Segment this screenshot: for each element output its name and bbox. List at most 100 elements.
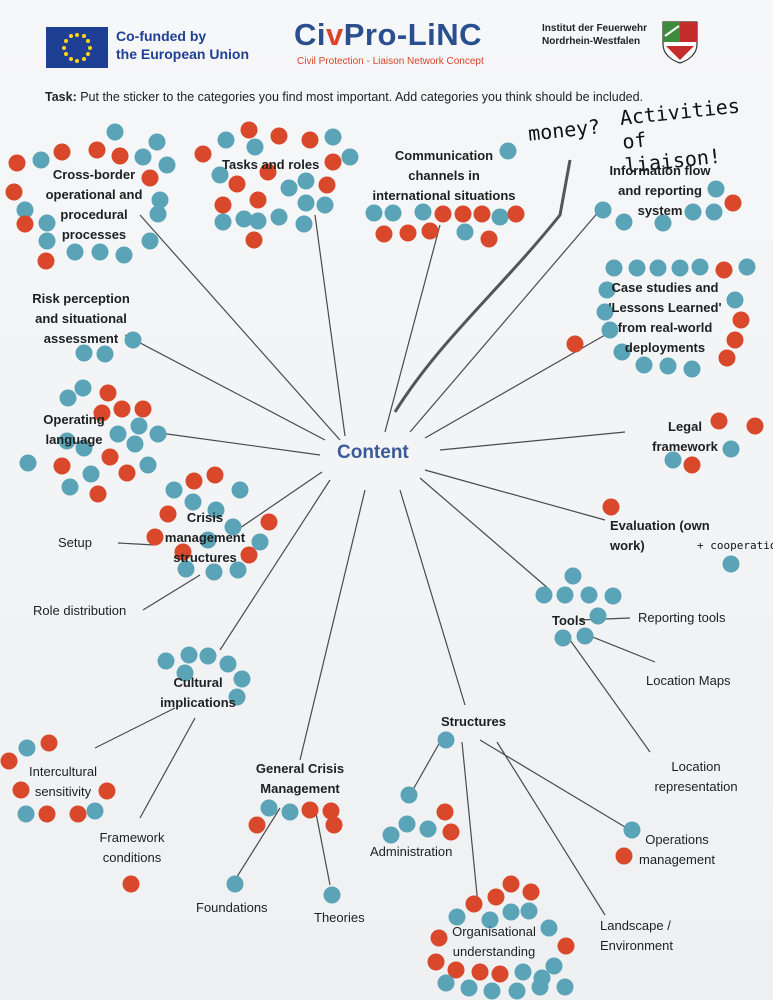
blue-sticker: [180, 646, 198, 664]
blue-sticker: [722, 555, 740, 573]
eu-cofunded-text: Co-funded by the European Union: [116, 28, 249, 62]
intercultural-label: Intercultural sensitivity: [29, 764, 97, 799]
task-label: Task:: [45, 90, 77, 104]
blue-sticker: [605, 259, 623, 277]
blue-sticker: [437, 731, 455, 749]
red-sticker: [248, 816, 266, 834]
blue-sticker: [540, 919, 558, 937]
blue-sticker: [260, 799, 278, 817]
red-sticker: [260, 513, 278, 531]
blue-sticker: [398, 815, 416, 833]
blue-sticker: [91, 243, 109, 261]
blue-sticker: [594, 201, 612, 219]
red-sticker: [98, 782, 116, 800]
blue-sticker: [456, 223, 474, 241]
crisis-mgmt-label: Crisis management structures: [164, 510, 246, 565]
red-sticker: [442, 823, 460, 841]
red-sticker: [101, 448, 119, 466]
blue-sticker: [280, 179, 298, 197]
red-sticker: [436, 803, 454, 821]
red-sticker: [249, 191, 267, 209]
blue-sticker: [499, 142, 517, 160]
eu-star-icon: [68, 34, 73, 39]
blue-sticker: [249, 212, 267, 230]
red-sticker: [746, 417, 764, 435]
red-sticker: [715, 261, 733, 279]
blue-sticker: [75, 439, 93, 457]
blue-sticker: [654, 214, 672, 232]
cross-border-label: Cross-border operational and procedural …: [45, 167, 143, 242]
blue-sticker: [82, 465, 100, 483]
blue-sticker: [233, 670, 251, 688]
blue-sticker: [148, 133, 166, 151]
institute-name: Institut der Feuerwehr Nordrhein-Westfal…: [542, 23, 648, 47]
blue-sticker: [545, 957, 563, 975]
blue-sticker: [184, 493, 202, 511]
center-content-label: Content: [337, 442, 409, 463]
red-sticker: [174, 543, 192, 561]
blue-sticker: [707, 180, 725, 198]
red-sticker: [8, 154, 26, 172]
blue-sticker: [596, 303, 614, 321]
blue-sticker: [109, 425, 127, 443]
blue-sticker: [323, 886, 341, 904]
blue-sticker: [217, 131, 235, 149]
blue-sticker: [228, 688, 246, 706]
red-sticker: [69, 805, 87, 823]
blue-sticker: [437, 974, 455, 992]
red-sticker: [53, 143, 71, 161]
blue-sticker: [613, 343, 631, 361]
blue-sticker: [580, 586, 598, 604]
blue-sticker: [176, 664, 194, 682]
case-studies-label: Case studies and 'Lessons Learned' from …: [608, 280, 722, 355]
blue-sticker: [726, 291, 744, 309]
blue-sticker: [684, 203, 702, 221]
blue-sticker: [589, 607, 607, 625]
operating-language-label: Operating language: [43, 412, 105, 447]
blue-sticker: [211, 166, 229, 184]
blue-sticker: [615, 213, 633, 231]
red-sticker: [88, 141, 106, 159]
blue-sticker: [659, 357, 677, 375]
red-sticker: [318, 176, 336, 194]
blue-sticker: [341, 148, 359, 166]
blue-sticker: [59, 389, 77, 407]
blue-sticker: [502, 903, 520, 921]
eu-star-icon: [86, 52, 91, 56]
red-sticker: [111, 147, 129, 165]
information-flow-label: Information flow and reporting system: [609, 163, 711, 218]
red-sticker: [12, 781, 30, 799]
blue-sticker: [219, 655, 237, 673]
red-sticker: [487, 888, 505, 906]
red-sticker: [53, 457, 71, 475]
organisational-label: Organisational understanding: [452, 924, 536, 959]
eu-star-icon: [81, 34, 86, 39]
blue-sticker: [556, 586, 574, 604]
red-sticker: [602, 498, 620, 516]
red-sticker: [245, 231, 263, 249]
blue-sticker: [130, 417, 148, 435]
logo-part1: Ci: [294, 17, 326, 52]
risk-perception-label: Risk perception and situational assessme…: [32, 291, 130, 346]
eu-star-icon: [63, 52, 68, 56]
blue-sticker: [623, 821, 641, 839]
eu-star-icon: [62, 45, 66, 50]
location-representation-label: Location representation: [654, 759, 738, 794]
blue-sticker: [649, 259, 667, 277]
civprolinc-logo: CivPro-LiNC: [294, 17, 482, 53]
red-sticker: [447, 961, 465, 979]
blue-sticker: [17, 805, 35, 823]
blue-sticker: [224, 518, 242, 536]
evaluation-label: Evaluation (own work): [610, 518, 710, 553]
blue-sticker: [535, 586, 553, 604]
tasks-roles-label: Tasks and roles: [222, 157, 320, 172]
red-sticker: [16, 215, 34, 233]
blue-sticker: [158, 156, 176, 174]
eu-star-icon: [75, 32, 79, 37]
red-sticker: [325, 816, 343, 834]
eu-star-icon: [68, 56, 73, 61]
blue-sticker: [514, 963, 532, 981]
red-sticker: [726, 331, 744, 349]
red-sticker: [465, 895, 483, 913]
